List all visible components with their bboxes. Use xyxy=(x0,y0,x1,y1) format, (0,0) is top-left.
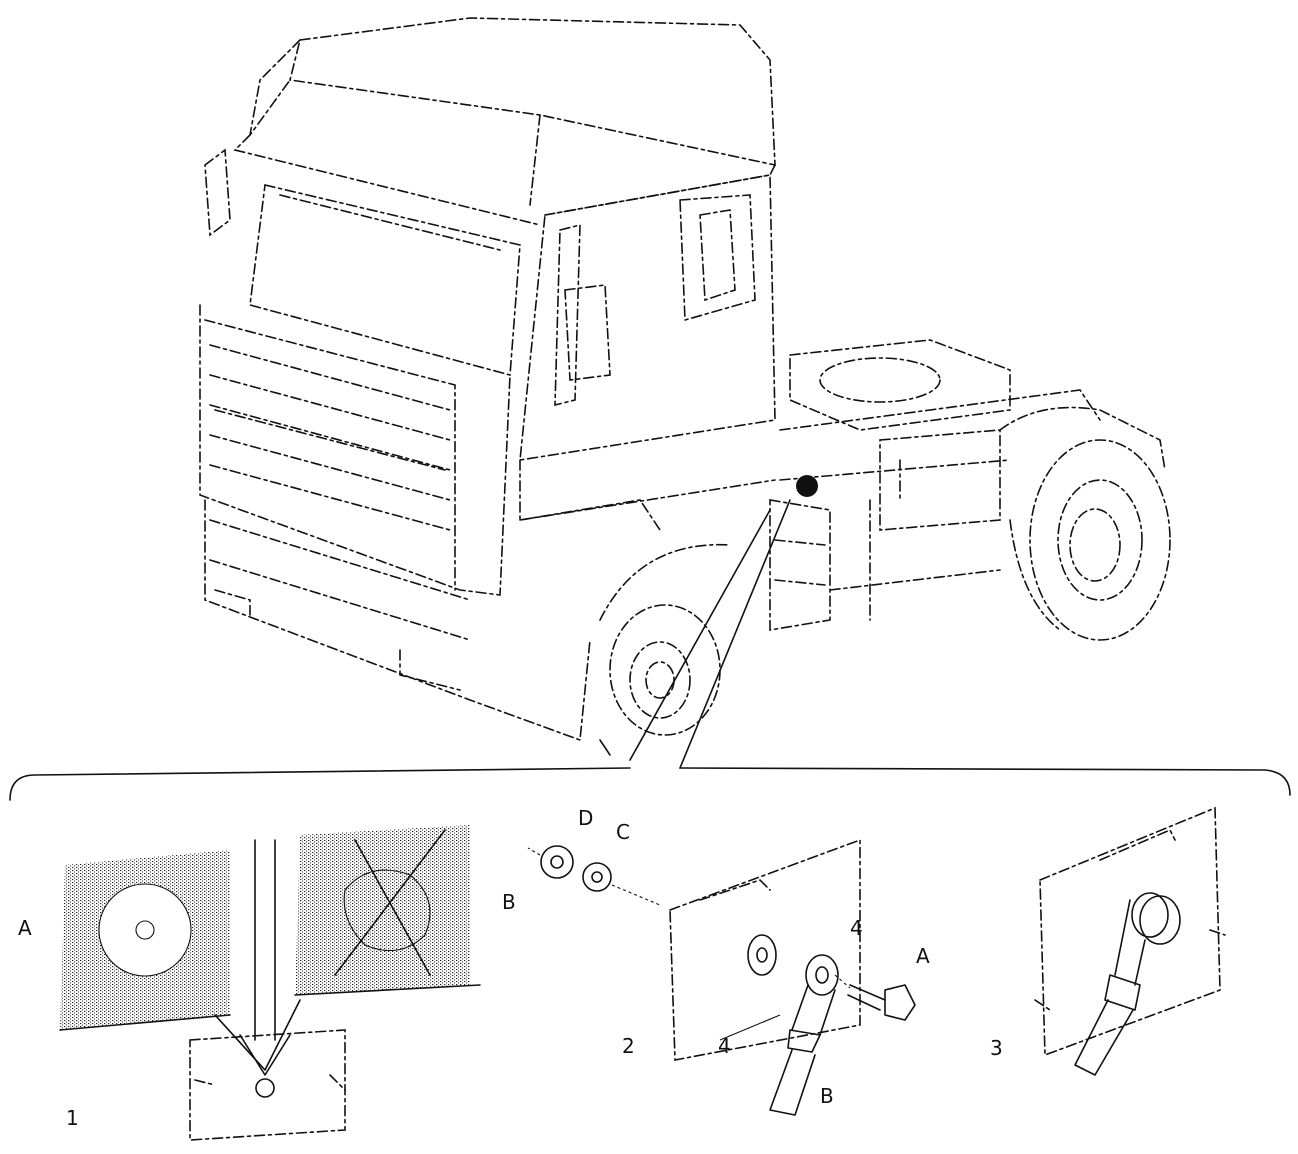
label-panel2-a: A xyxy=(916,944,930,968)
label-step-3: 3 xyxy=(990,1036,1003,1060)
label-step-1: 1 xyxy=(66,1106,79,1130)
label-step-2: 2 xyxy=(622,1034,635,1058)
label-d: D xyxy=(578,806,594,830)
label-c: C xyxy=(616,820,630,844)
label-panel2-b-bottom: B xyxy=(820,1084,834,1108)
label-panel1-a: A xyxy=(18,916,32,940)
contact-surface-detail xyxy=(59,825,481,1141)
label-panel2-b-left: B xyxy=(502,890,516,914)
callout-bracket xyxy=(9,767,1291,801)
label-four-bottom: 4 xyxy=(718,1034,731,1058)
fitted-lug-detail xyxy=(1034,806,1226,1076)
ground-point-marker xyxy=(796,475,818,497)
cable-lug-assembly xyxy=(527,838,916,1116)
label-four-top: 4 xyxy=(850,916,863,940)
truck-illustration xyxy=(199,17,1171,769)
